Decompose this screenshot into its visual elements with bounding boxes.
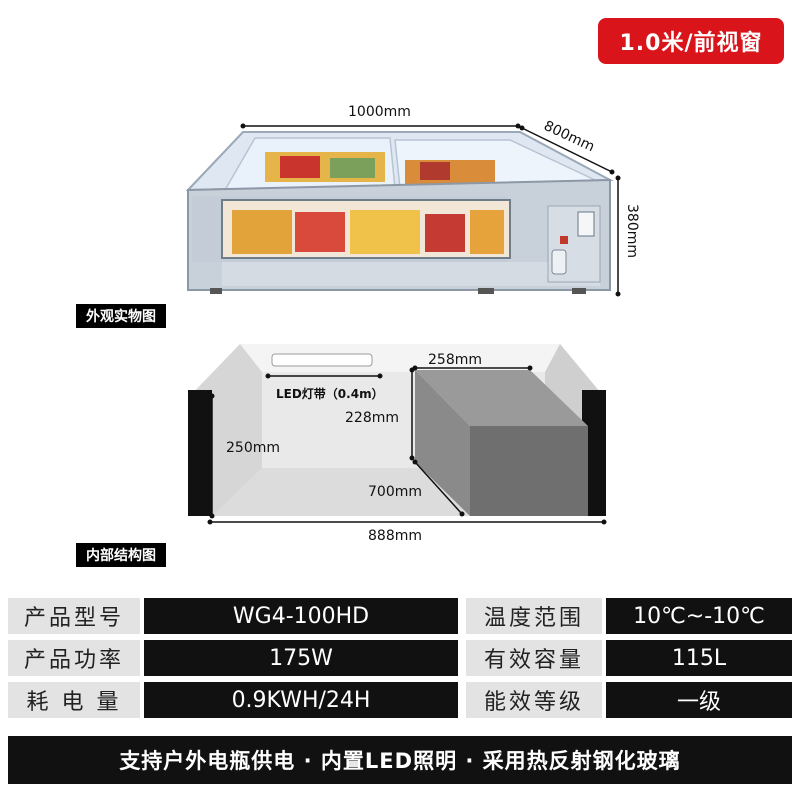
freezer-interior-diagram	[188, 344, 607, 525]
spec-label: 产品功率	[8, 640, 140, 676]
spec-value: WG4-100HD	[144, 598, 458, 634]
spec-table: 产品型号 WG4-100HD 温度范围 10℃~-10℃ 产品功率 175W 有…	[8, 598, 792, 724]
feature-banner: 支持户外电瓶供电 · 内置LED照明 · 采用热反射钢化玻璃	[8, 736, 792, 784]
spec-row: 耗 电 量 0.9KWH/24H 能效等级 一级	[8, 682, 792, 718]
spec-value: 0.9KWH/24H	[144, 682, 458, 718]
interior-width-label: 888mm	[368, 528, 422, 544]
step-depth-label: 700mm	[368, 484, 422, 500]
spec-value: 115L	[606, 640, 792, 676]
spec-label: 能效等级	[466, 682, 602, 718]
spec-value: 175W	[144, 640, 458, 676]
step-width-label: 258mm	[428, 352, 482, 368]
view-badge: 1.0米/前视窗	[598, 18, 784, 64]
spec-label: 有效容量	[466, 640, 602, 676]
exterior-height-label: 380mm	[624, 204, 640, 258]
spec-label: 温度范围	[466, 598, 602, 634]
freezer-exterior-image	[185, 123, 621, 297]
exterior-caption: 外观实物图	[76, 304, 166, 328]
spec-label: 耗 电 量	[8, 682, 140, 718]
interior-depth-label: 250mm	[226, 440, 280, 456]
spec-row: 产品功率 175W 有效容量 115L	[8, 640, 792, 676]
spec-label: 产品型号	[8, 598, 140, 634]
spec-value: 一级	[606, 682, 792, 718]
exterior-width-label: 1000mm	[348, 104, 411, 120]
step-height-label: 228mm	[345, 410, 399, 426]
interior-caption: 内部结构图	[76, 543, 166, 567]
led-strip-label: LED灯带（0.4m）	[276, 387, 384, 401]
spec-value: 10℃~-10℃	[606, 598, 792, 634]
spec-row: 产品型号 WG4-100HD 温度范围 10℃~-10℃	[8, 598, 792, 634]
